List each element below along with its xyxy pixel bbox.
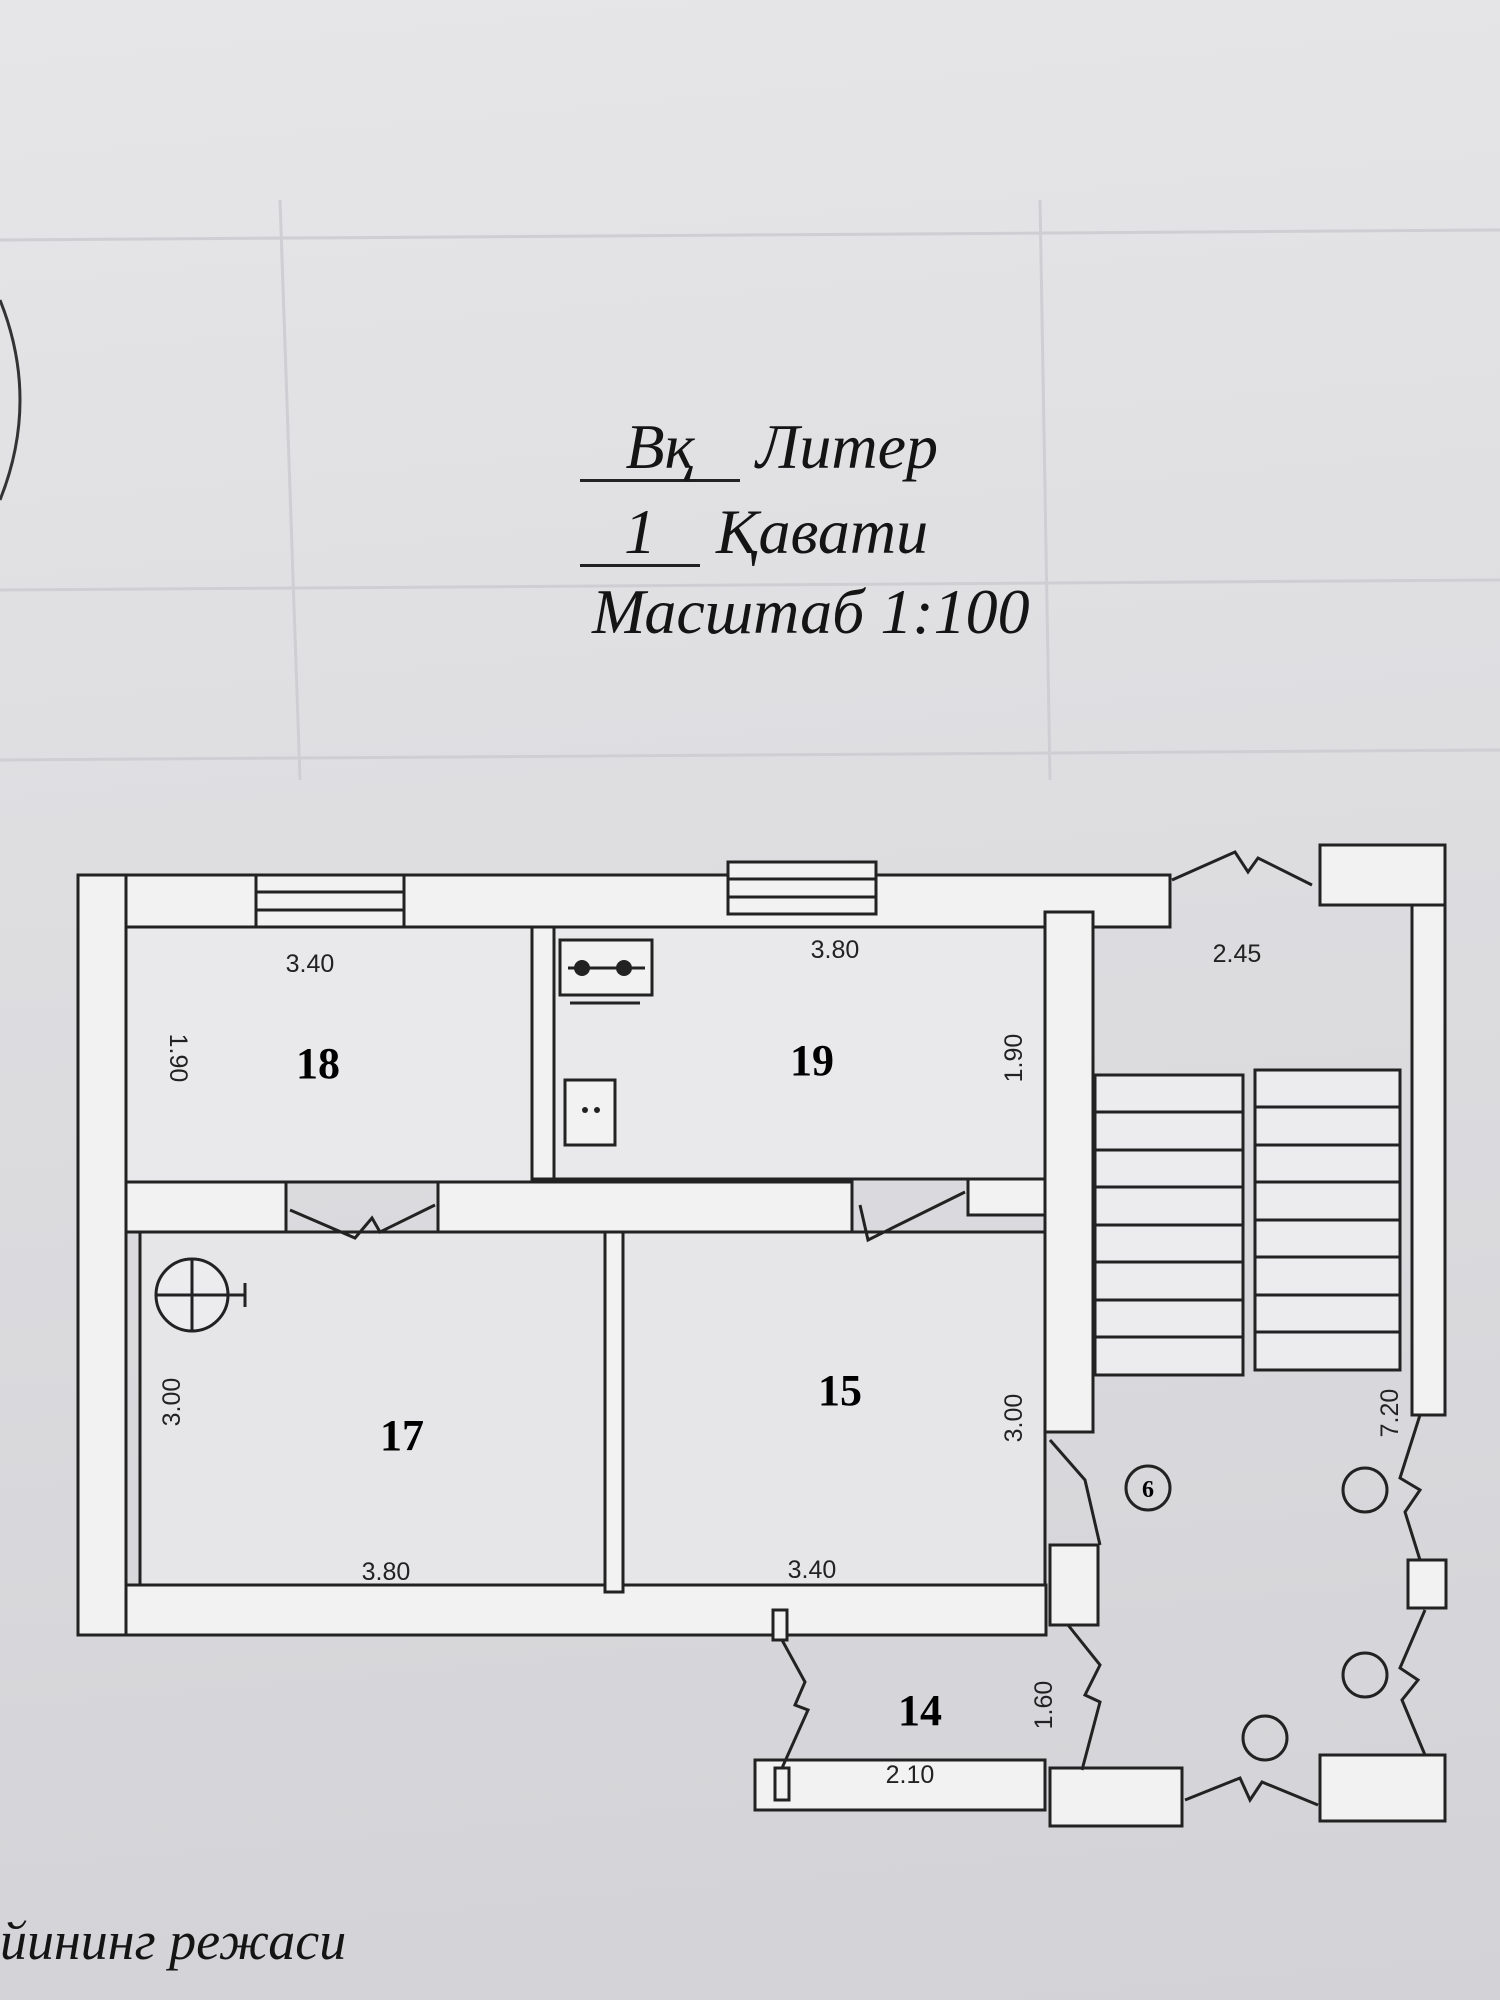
- dim-room19-height: 1.90: [1000, 1034, 1028, 1083]
- room-marker-6: 6: [1124, 1464, 1172, 1512]
- dim-room14-width: 2.10: [886, 1761, 935, 1789]
- dim-stair-width: 2.45: [1213, 940, 1262, 968]
- door-15-6: [1048, 1439, 1102, 1546]
- column-circles: [1241, 1466, 1389, 1762]
- title-liter: Вқ Литер: [580, 415, 938, 482]
- liter-code: Вқ: [580, 415, 740, 482]
- dim-room18-height: 1.90: [164, 1034, 192, 1083]
- door-6-right-upper: [1398, 1414, 1423, 1561]
- room-number-6: 6: [1142, 1477, 1154, 1503]
- footer-caption: йининг режаси: [0, 1911, 347, 1971]
- floor-number: 1: [580, 500, 700, 567]
- floor-label: Қавати: [716, 496, 929, 567]
- dim-room14-height: 1.60: [1030, 1681, 1058, 1730]
- room-number-18: 18: [296, 1039, 340, 1088]
- sink-icon: [563, 1078, 617, 1147]
- room-number-15: 15: [818, 1366, 862, 1415]
- room-number-19: 19: [790, 1036, 834, 1085]
- dim-room6-length: 7.20: [1376, 1389, 1404, 1438]
- dim-room15-height: 3.00: [1000, 1394, 1028, 1443]
- room-outlines: [124, 925, 1047, 1587]
- door-18-17: [289, 1203, 436, 1240]
- dim-room19-width: 3.80: [811, 936, 860, 964]
- title-floor: 1 Қавати: [580, 500, 928, 567]
- window-left: [254, 873, 406, 929]
- dim-room17-height: 3.00: [158, 1378, 186, 1427]
- pillar: [1406, 1558, 1448, 1610]
- door-14: [780, 1639, 811, 1769]
- door-19-15: [858, 1190, 966, 1243]
- door-stair-entrance: [1171, 850, 1313, 887]
- dim-room17-width: 3.80: [362, 1558, 411, 1586]
- door-6-right-lower: [1398, 1609, 1427, 1756]
- room-number-17: 17: [380, 1411, 424, 1460]
- stove-icon: [558, 938, 654, 1005]
- door-14-6: [1066, 1624, 1102, 1771]
- scale-label: Масштаб 1:100: [592, 576, 1030, 647]
- boiler-icon: [154, 1257, 247, 1333]
- dim-room18-width: 3.40: [286, 950, 335, 978]
- liter-label: Литер: [756, 411, 938, 482]
- door-6-bottom: [1184, 1776, 1319, 1807]
- dim-room15-width: 3.40: [788, 1556, 837, 1584]
- staircase-left-flight: [1093, 1073, 1245, 1377]
- room-number-14: 14: [898, 1686, 942, 1735]
- window-right: [726, 860, 878, 916]
- staircase-right-flight: [1253, 1068, 1402, 1372]
